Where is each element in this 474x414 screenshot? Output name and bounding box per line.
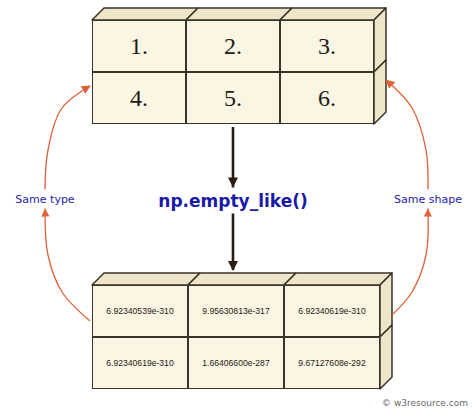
cell-value: 3.	[318, 33, 336, 60]
top-face	[188, 273, 296, 285]
cell-value: 2.	[224, 33, 242, 60]
transform-arrow-label: np.empty_like()	[158, 191, 307, 211]
top-array-depth	[92, 8, 386, 124]
array-cell: 6.92340619e-310	[92, 337, 188, 389]
cell-value: 6.92340619e-310	[298, 306, 365, 316]
arrow-head	[41, 208, 49, 216]
arrow-head	[228, 178, 238, 188]
cell-value: 1.66406600e-287	[202, 358, 269, 368]
arrow-head	[424, 208, 432, 216]
cell-value: 6.92340619e-310	[106, 358, 173, 368]
cell-value: 5.	[224, 85, 242, 112]
array-cell: 5.	[186, 72, 280, 124]
cell-value: 9.95630813e-317	[202, 306, 269, 316]
side-face	[380, 325, 392, 389]
array-cell: 2.	[186, 20, 280, 72]
array-block: 1. 2. 3. 4. 5. 6.	[92, 20, 374, 124]
array-cell: 1.66406600e-287	[188, 337, 284, 389]
array-cell: 9.67127608e-292	[284, 337, 380, 389]
array-cell: 6.92340539e-310	[92, 285, 188, 337]
array-cell: 6.	[280, 72, 374, 124]
cell-value: 6.	[318, 85, 336, 112]
top-face	[186, 8, 292, 20]
side-face	[374, 60, 386, 124]
array-cell: 6.92340619e-310	[284, 285, 380, 337]
top-face	[280, 8, 386, 20]
cell-value: 6.92340539e-310	[106, 306, 173, 316]
array-cell: 4.	[92, 72, 186, 124]
array-cell: 3.	[280, 20, 374, 72]
top-face	[92, 8, 198, 20]
bottom-array-depth	[92, 273, 392, 389]
cell-value: 4.	[130, 85, 148, 112]
cell-value: 1.	[130, 33, 148, 60]
array-cell: 9.95630813e-317	[188, 285, 284, 337]
same-type-arc-label: Same type	[15, 193, 74, 206]
array-block: 6.92340539e-310 9.95630813e-317 6.92340619…	[92, 285, 380, 389]
cell-value: 9.67127608e-292	[298, 358, 365, 368]
top-face	[92, 273, 200, 285]
array-cell: 1.	[92, 20, 186, 72]
top-face	[284, 273, 392, 285]
same-shape-arc-label: Same shape	[394, 193, 462, 206]
watermark: © w3resource.com	[382, 398, 468, 408]
